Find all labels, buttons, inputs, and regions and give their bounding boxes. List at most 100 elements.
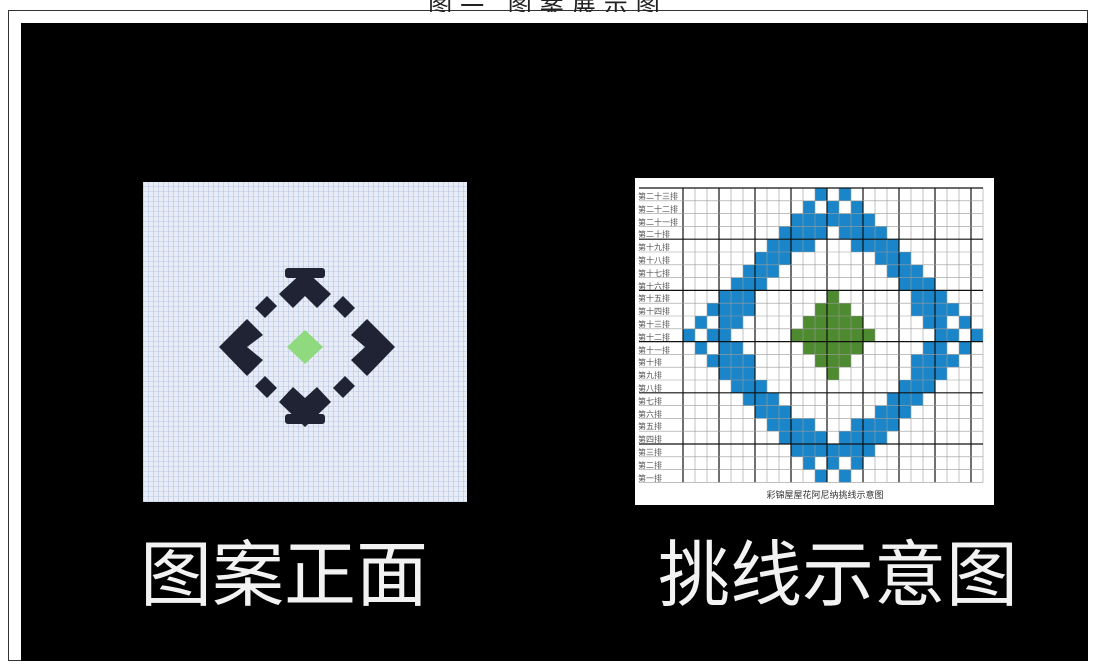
pattern-cell: [935, 367, 947, 380]
pattern-cell: [839, 444, 851, 457]
pattern-cell: [923, 316, 935, 329]
pattern-cell: [851, 341, 863, 355]
pattern-cell: [851, 418, 863, 432]
pattern-cell: [827, 456, 839, 470]
pattern-cell: [851, 328, 863, 342]
pattern-cell: [719, 290, 731, 304]
pattern-cell: [779, 418, 791, 432]
pattern-cell: [767, 405, 779, 419]
pattern-cell: [815, 303, 827, 316]
pattern-cell: [923, 354, 935, 368]
pattern-cell: [731, 316, 743, 329]
pattern-cell: [899, 277, 911, 291]
pattern-cell: [755, 392, 767, 406]
pattern-cell: [719, 316, 731, 329]
pattern-cell: [803, 226, 815, 240]
row-label: 第三排: [638, 448, 662, 457]
row-label: 第十六排: [638, 281, 670, 291]
pattern-cell: [683, 328, 695, 342]
pattern-cell: [947, 328, 959, 342]
pattern-cell: [863, 328, 875, 342]
pattern-cell: [851, 316, 863, 329]
pattern-cell: [863, 239, 875, 252]
row-label: 第二排: [638, 460, 662, 470]
row-label: 第八排: [638, 384, 662, 393]
pattern-cell: [791, 213, 803, 227]
pattern-cell: [803, 444, 815, 457]
pattern-cell: [755, 277, 767, 291]
pattern-cell: [911, 303, 923, 316]
pattern-cell: [719, 354, 731, 368]
pattern-cell: [827, 341, 839, 355]
pattern-cell: [827, 290, 839, 304]
pattern-cell: [875, 239, 887, 252]
pattern-cell: [851, 456, 863, 470]
pattern-cell: [695, 316, 707, 329]
pattern-cell: [851, 213, 863, 227]
pattern-cell: [875, 405, 887, 419]
pattern-cell: [887, 252, 899, 265]
pattern-cell: [839, 328, 851, 342]
pattern-cell: [791, 444, 803, 457]
pattern-cell: [803, 239, 815, 252]
pattern-cell: [767, 252, 779, 265]
pattern-cell: [851, 431, 863, 444]
pattern-cell: [851, 226, 863, 240]
pattern-cell: [851, 200, 863, 214]
pattern-cell: [803, 341, 815, 355]
pattern-cell: [923, 341, 935, 355]
pattern-cell: [815, 354, 827, 368]
pattern-cell: [719, 367, 731, 380]
row-label: 第四排: [638, 435, 662, 445]
pattern-cell: [743, 380, 755, 393]
pattern-cell: [839, 354, 851, 368]
row-label: 第五排: [638, 422, 662, 432]
pattern-cell: [959, 316, 971, 329]
pattern-cell: [839, 341, 851, 355]
pattern-cell: [887, 418, 899, 432]
pattern-cell: [947, 303, 959, 316]
pattern-cell: [695, 341, 707, 355]
pattern-cell: [779, 226, 791, 240]
row-label: 第六排: [638, 409, 662, 419]
pattern-cell: [947, 354, 959, 368]
pattern-cell: [767, 418, 779, 432]
pattern-cell: [839, 226, 851, 240]
pattern-cell: [767, 239, 779, 252]
chart-grid: [639, 187, 984, 483]
pattern-cell: [839, 213, 851, 227]
row-label: 第一排: [638, 473, 662, 483]
row-label: 第十七排: [638, 268, 670, 278]
pattern-cell: [887, 405, 899, 419]
pattern-cell: [779, 239, 791, 252]
pattern-cell: [743, 354, 755, 368]
pattern-cell: [719, 303, 731, 316]
row-label: 第十一排: [638, 345, 670, 355]
pattern-cell: [707, 303, 719, 316]
pattern-cell: [731, 290, 743, 304]
pattern-cell: [731, 303, 743, 316]
pattern-cell: [815, 431, 827, 444]
pattern-cell: [743, 290, 755, 304]
pattern-cell: [935, 354, 947, 368]
weaving-chart: 第二十三排第二十二排第二十一排第二十排第十九排第十八排第十七排第十六排第十五排第…: [635, 178, 994, 505]
pattern-cell: [755, 252, 767, 265]
pattern-cell: [875, 252, 887, 265]
pattern-cell: [839, 469, 851, 483]
pattern-cell: [755, 264, 767, 278]
pattern-cell: [887, 392, 899, 406]
pattern-cell: [707, 354, 719, 368]
pattern-cell: [851, 239, 863, 252]
pattern-cell: [719, 341, 731, 355]
pattern-cell: [791, 226, 803, 240]
pattern-cell: [731, 380, 743, 393]
pattern-cell: [839, 303, 851, 316]
pattern-cell: [899, 264, 911, 278]
right-caption: 挑线示意图: [658, 533, 1019, 617]
pattern-cell: [815, 316, 827, 329]
pattern-cell: [911, 367, 923, 380]
pattern-cell: [827, 200, 839, 214]
pattern-cell: [935, 316, 947, 329]
chart-caption: 彩锦屋屋花阿尼纳挑线示意图: [766, 491, 884, 501]
pattern-cell: [815, 188, 827, 201]
